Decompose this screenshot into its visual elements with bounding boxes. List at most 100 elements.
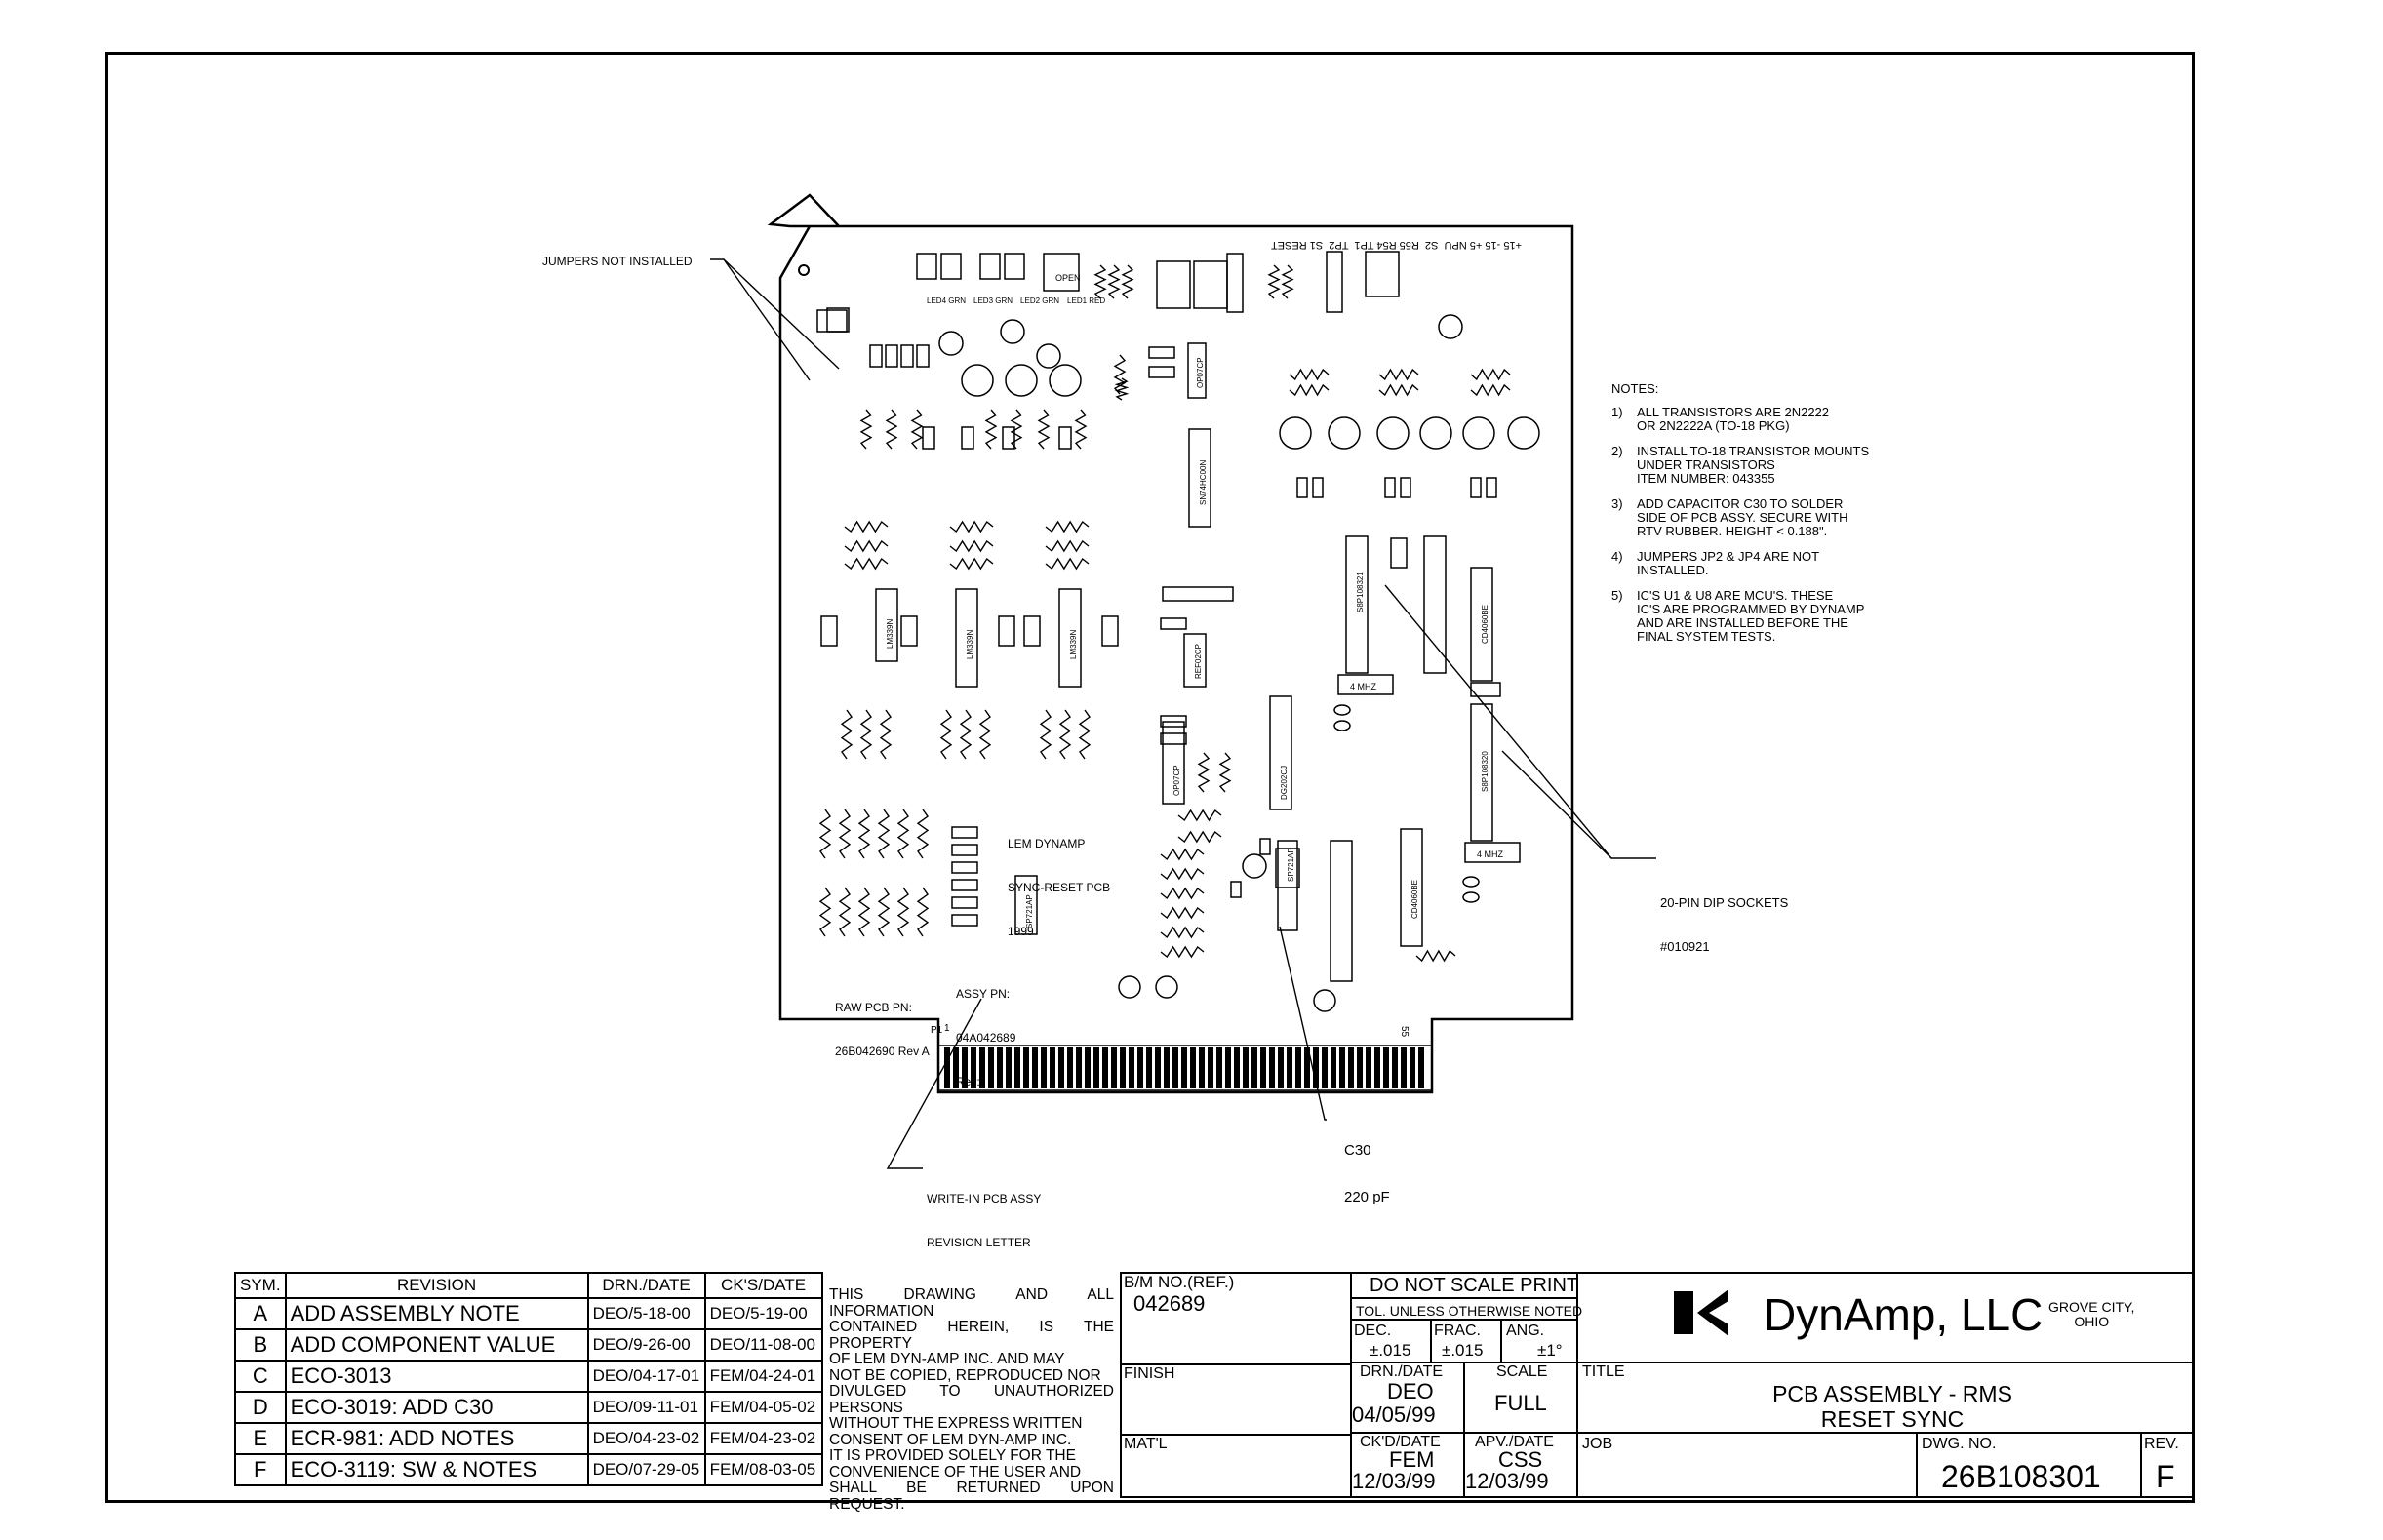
rev-header: SYM. [234,1272,287,1299]
edge-finger [1058,1047,1064,1088]
rev-header: REVISION [284,1272,589,1299]
callout-line: 220 pF [1344,1189,1390,1205]
note-number: 5) [1611,588,1623,603]
resistor [857,887,871,937]
resistor [1045,520,1090,533]
edge-finger [1225,1047,1231,1088]
note-number: 4) [1611,549,1623,564]
edge-finger [1164,1047,1170,1088]
edge-finger [988,1047,994,1088]
edge-finger [1067,1047,1073,1088]
switch-open-label: OPEN [1055,273,1081,283]
ic-label: DG202CJ [1280,765,1289,800]
callout-line: #010921 [1660,939,1710,954]
resistor [1289,383,1330,397]
led-label: LED4 GRN [927,296,967,305]
resistor [1045,539,1090,553]
led-label: LED3 GRN [973,296,1013,305]
ckd-value: FEM [1389,1447,1435,1472]
rev-drawn: DEO/04-23-02 [586,1422,706,1455]
edge-finger [1023,1047,1029,1088]
edge-finger [1357,1047,1363,1088]
ic-label: OP07CP [1196,357,1205,388]
rev-sym: D [234,1391,287,1424]
edge-finger [1014,1047,1020,1088]
resistor [1289,368,1330,381]
edge-finger [1322,1047,1328,1088]
edge-finger [1199,1047,1205,1088]
rev-drawn: DEO/9-26-00 [586,1328,706,1362]
edge-finger [1137,1047,1143,1088]
rev-sym: C [234,1360,287,1393]
resistor [877,809,891,859]
resistor [1107,264,1121,299]
resistor [916,809,930,859]
top-silk-labels: +15 -15 +5 NPU S2 R55 R54 TP1 TP2 S1 RES… [1270,239,1522,251]
edge-finger [1392,1047,1398,1088]
edge-finger [1041,1047,1047,1088]
resistor [1160,848,1205,861]
note-line: ALL TRANSISTORS ARE 2N2222 [1637,405,1830,419]
edge-connector [944,1047,1424,1088]
notice-line: SHALL BE RETURNED UPON REQUEST. [829,1480,1114,1513]
rev-sym: A [234,1297,287,1330]
rev-description: ECR-981: ADD NOTES [284,1422,589,1455]
edge-finger [1304,1047,1310,1088]
pcb-label-line: 1999 [1008,925,1034,938]
edge-finger [1155,1047,1161,1088]
resistor [896,887,910,937]
location-line: GROVE CITY, [2048,1299,2135,1315]
rev-checked: DEO/11-08-00 [703,1328,823,1362]
rev-sym: B [234,1328,287,1362]
note-line: IC'S ARE PROGRAMMED BY DYNAMP [1637,602,1865,616]
resistor [949,557,994,571]
ang-value: ±1° [1537,1341,1563,1360]
notice-line: CONVENIENCE OF THE USER AND [829,1463,1082,1481]
resistor [1470,383,1511,397]
resistor [857,809,871,859]
edge-finger [1313,1047,1319,1088]
rev-cell [2140,1432,2195,1498]
resistor [939,709,953,760]
ic-label: SP721AP [1287,848,1295,882]
resistor [844,539,889,553]
edge-finger [1339,1047,1345,1088]
notice-line: CONTAINED HEREIN, IS THE PROPERTY [829,1319,1114,1352]
edge-finger [1410,1047,1415,1088]
resistor [840,709,854,760]
do-not-scale: DO NOT SCALE PRINT [1370,1275,1579,1296]
resistor [1121,264,1134,299]
notice-line: OF LEM DYN-AMP INC. AND MAY [829,1351,1065,1367]
resistor [1415,949,1456,963]
resistor [1160,926,1205,939]
edge-finger [1172,1047,1178,1088]
edge-finger [1120,1047,1126,1088]
apv-value: CSS [1498,1447,1543,1472]
resistor [1114,377,1130,401]
resistor [879,709,893,760]
resistor [1470,368,1511,381]
resistor [838,887,852,937]
title-line: RESET SYNC [1820,1406,1965,1432]
edge-finger [1093,1047,1099,1088]
edge-finger [997,1047,1003,1088]
resistor [916,887,930,937]
resistor [1160,906,1205,920]
drn-value: DEO [1387,1379,1434,1403]
resistor [910,409,924,450]
raw-pcb-label: RAW PCB PN: 26B042690 Rev A [835,971,930,1074]
callout-line: REVISION LETTER [927,1236,1031,1249]
edge-finger [1085,1047,1091,1088]
edge-finger [1216,1047,1222,1088]
rev-description: ADD COMPONENT VALUE [284,1328,589,1362]
resistor [1078,709,1092,760]
note-line: INSTALLED. [1637,563,1709,577]
